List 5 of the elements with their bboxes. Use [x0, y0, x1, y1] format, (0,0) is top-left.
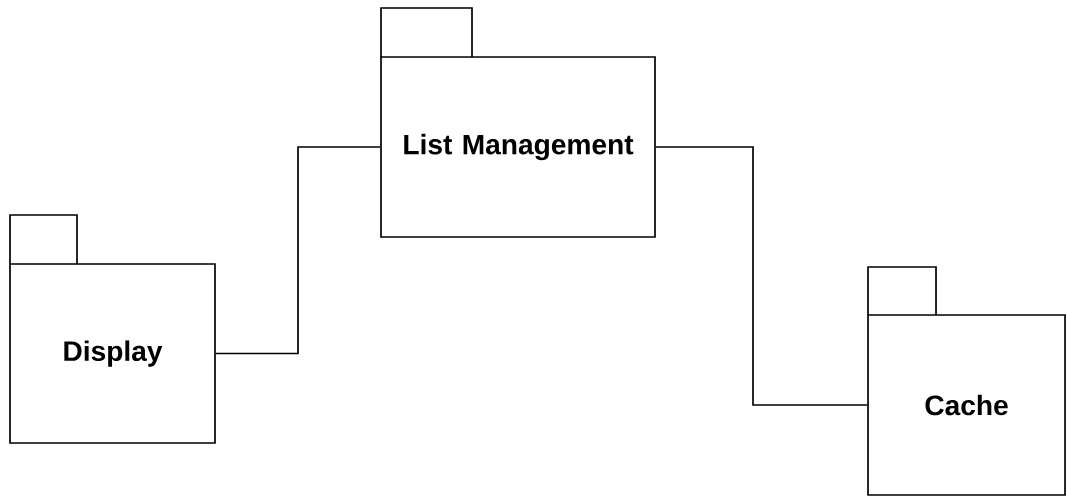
- package-box: List Management: [380, 7, 656, 238]
- connector-line: [215, 146, 381, 355]
- package-box: Display: [9, 214, 216, 444]
- package-box: Cache: [867, 266, 1066, 496]
- connector-line: [655, 146, 869, 406]
